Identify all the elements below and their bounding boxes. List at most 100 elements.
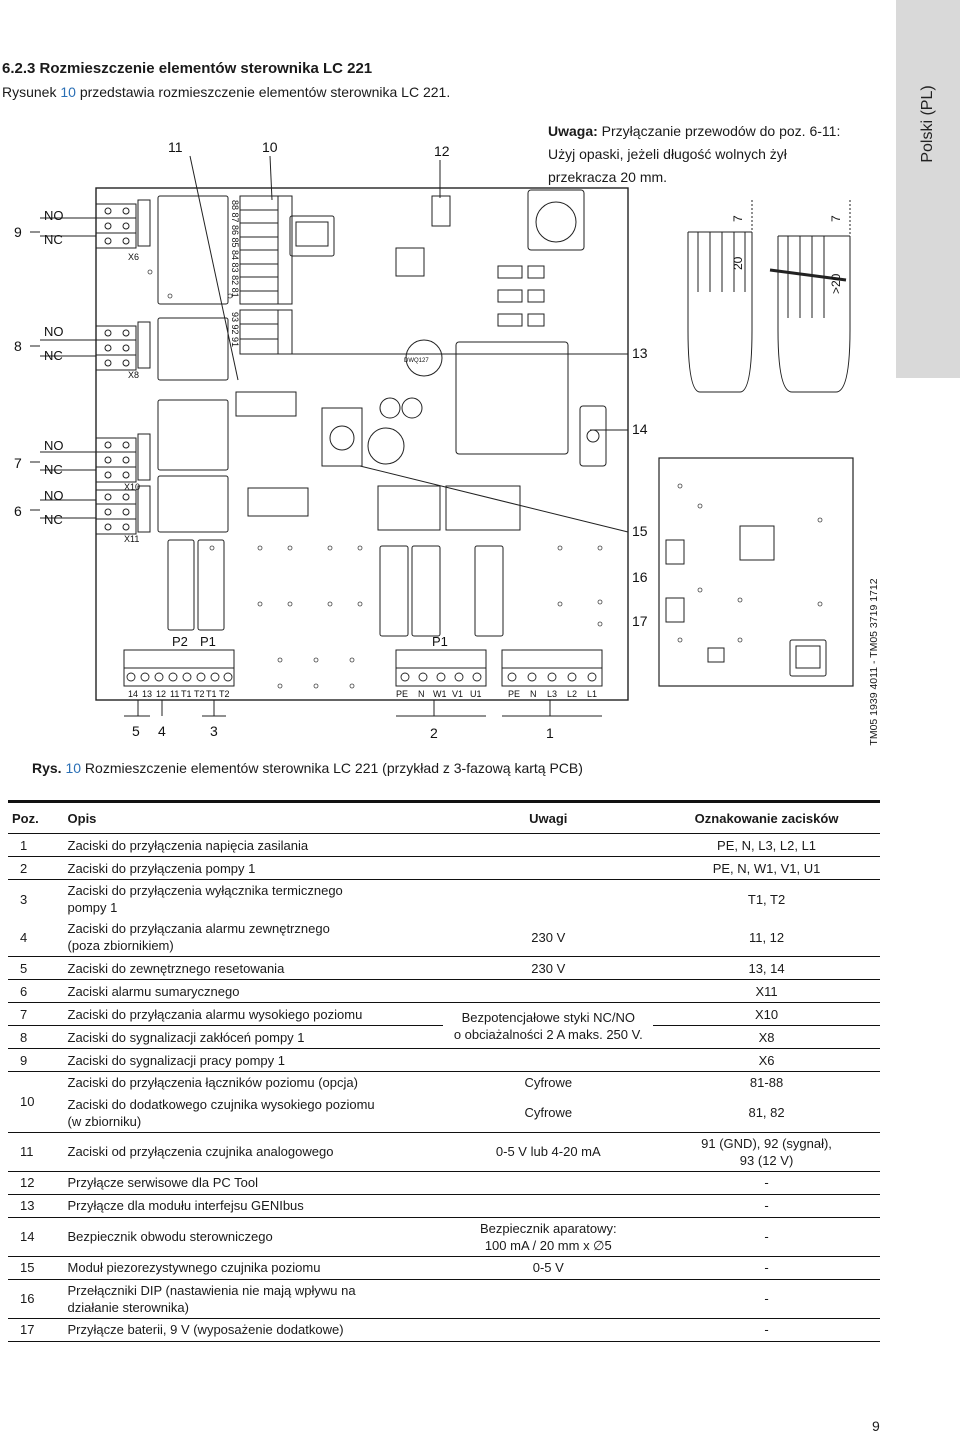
x10-label: X10 xyxy=(124,482,140,492)
table-row: 1 Zaciski do przyłączenia napięcia zasil… xyxy=(8,833,880,857)
genibus-module-port xyxy=(789,639,827,677)
transformer xyxy=(455,341,569,455)
x6-label: X6 xyxy=(128,252,139,262)
row-notes xyxy=(443,1194,654,1218)
term-l3: L3 xyxy=(547,689,557,699)
row-pos: 11 xyxy=(8,1132,64,1172)
table-row: 10 Zaciski do przyłączenia łączników poz… xyxy=(8,1071,880,1133)
callout-6: 6 xyxy=(14,503,22,519)
row-terminals: - xyxy=(653,1194,880,1218)
piezo-module-socket xyxy=(321,407,363,467)
row-notes xyxy=(443,880,653,919)
microcontroller-chip xyxy=(395,247,425,277)
row-terminals: 11, 12 xyxy=(653,918,880,957)
x10-nc-label: NC xyxy=(44,462,63,477)
table-row: 12 Przyłącze serwisowe dla PC Tool - xyxy=(8,1171,880,1195)
row-desc: Zaciski do przyłączania alarmu zewnętrzn… xyxy=(63,918,444,957)
header-desc: Opis xyxy=(63,800,444,834)
term-l1: L1 xyxy=(587,689,597,699)
row-terminals: 91 (GND), 92 (sygnał),93 (12 V) xyxy=(653,1132,880,1172)
note-line3: przekracza 20 mm. xyxy=(548,169,668,185)
term-t1b: T1 xyxy=(206,689,217,699)
callout-15: 15 xyxy=(632,523,648,539)
row-notes-line2: 100 mA / 20 mm x ∅5 xyxy=(484,1237,612,1253)
term-n-pump: N xyxy=(418,689,425,699)
leader-10 xyxy=(269,155,273,201)
row-desc: Zaciski do przyłączenia pompy 1 xyxy=(63,856,444,880)
p1-left-label: P1 xyxy=(200,634,216,649)
controller-layout-diagram: 9 8 7 6 11 10 12 13 14 15 16 17 5 4 3 2 … xyxy=(14,139,854,741)
row-pos: 5 xyxy=(8,956,64,980)
table-row: 8 Zaciski do sygnalizacji zakłóceń pompy… xyxy=(8,1025,880,1049)
intro-before: Rysunek xyxy=(2,84,61,100)
row-notes: Cyfrowe xyxy=(443,1093,654,1133)
row-terminals: 81, 82 xyxy=(653,1093,880,1133)
figure-caption: Rys. 10 Rozmieszczenie elementów sterown… xyxy=(32,760,583,776)
x6-nc-label: NC xyxy=(44,232,63,247)
row-notes: 0-5 V xyxy=(443,1256,654,1280)
row-terminals: 81-88 xyxy=(749,1075,784,1091)
row-notes xyxy=(443,833,654,857)
row-pos: 1 xyxy=(8,833,64,857)
row-desc: Zaciski do sygnalizacji zakłóceń pompy 1 xyxy=(63,1025,444,1049)
secondary-chip xyxy=(739,525,775,561)
term-w1: W1 xyxy=(433,689,447,699)
term-n-supply: N xyxy=(530,689,537,699)
row-terminals: - xyxy=(653,1318,880,1342)
row-desc: Zaciski do zewnętrznego resetowania xyxy=(63,956,444,980)
row-desc: Przyłącze serwisowe dla PC Tool xyxy=(63,1171,444,1195)
row-pos: 2 xyxy=(8,856,64,880)
row-desc: Zaciski do przyłączenia wyłącznika termi… xyxy=(64,880,444,919)
row-notes: Bezpiecznik aparatowy:100 mA / 20 mm x ∅… xyxy=(443,1217,654,1257)
language-tab: Polski (PL) xyxy=(896,0,960,378)
table-row: 11 Zaciski od przyłączenia czujnika anal… xyxy=(8,1132,880,1172)
row-desc: Zaciski do przyłączenia napięcia zasilan… xyxy=(63,833,444,857)
row-pos: 12 xyxy=(8,1171,64,1195)
row-desc: Moduł piezorezystywnego czujnika poziomu xyxy=(63,1256,444,1280)
row-desc: Zaciski do dodatkowego czujnika wysokieg… xyxy=(63,1093,444,1133)
row-terminals: 13, 14 xyxy=(653,956,880,980)
header-pos: Poz. xyxy=(8,800,64,834)
intro-text: Rysunek 10 przedstawia rozmieszczenie el… xyxy=(2,84,450,100)
row-desc-line1: Zaciski do przyłączenia wyłącznika termi… xyxy=(67,883,343,898)
term-t2a: T2 xyxy=(194,689,205,699)
x6-no-label: NO xyxy=(44,208,64,223)
callout-17: 17 xyxy=(632,613,648,629)
table-row: 6 Zaciski alarmu sumarycznego X11 xyxy=(8,979,880,1003)
table-row: 15 Moduł piezorezystywnego czujnika pozi… xyxy=(8,1256,880,1280)
caption-figure-ref: 10 xyxy=(65,760,82,776)
row-desc: Zaciski do przyłączenia łączników poziom… xyxy=(67,1075,358,1091)
figure-reference-link[interactable]: 10 xyxy=(60,84,76,100)
row-desc: Bezpiecznik obwodu sterowniczego xyxy=(63,1217,444,1257)
terminal-numbers-81-88: 88 87 86 85 84 83 82 81 xyxy=(230,200,240,298)
row-pos: 10 xyxy=(8,1071,64,1133)
table-row: Zaciski do dodatkowego czujnika wysokieg… xyxy=(8,1093,880,1133)
row-terminals: PE, N, L3, L2, L1 xyxy=(653,833,880,857)
x11-label: X11 xyxy=(124,534,139,544)
row-terminals: X8 xyxy=(653,1025,880,1049)
level-switch-terminal-strip xyxy=(239,195,293,305)
header-notes: Uwagi xyxy=(443,800,654,834)
x10-no-label: NO xyxy=(44,438,64,453)
table-row: 3 Zaciski do przyłączenia wyłącznika ter… xyxy=(8,880,880,919)
row-notes xyxy=(443,1318,654,1342)
section-title: 6.2.3 Rozmieszczenie elementów sterownik… xyxy=(2,60,373,77)
dim-7-right: 7 xyxy=(829,215,843,222)
x11-nc-label: NC xyxy=(44,512,63,527)
callout-3: 3 xyxy=(210,723,218,739)
term-t1a: T1 xyxy=(181,689,192,699)
row-notes xyxy=(443,856,654,880)
term-11: 11 xyxy=(170,689,179,699)
row-pos: 8 xyxy=(8,1025,64,1049)
header-terminals: Oznakowanie zacisków xyxy=(653,800,880,834)
x11-no-label: NO xyxy=(44,488,64,503)
row-desc: Zaciski do przyłączania alarmu wysokiego… xyxy=(63,1002,444,1026)
callout-2: 2 xyxy=(430,725,438,741)
secondary-board-outline xyxy=(658,457,854,687)
callout-7: 7 xyxy=(14,455,22,471)
service-port-12 xyxy=(289,215,335,257)
callout-5: 5 xyxy=(132,723,140,739)
wire-strip-detail xyxy=(687,200,851,393)
row-desc: Zaciski do sygnalizacji pracy pompy 1 xyxy=(63,1048,444,1072)
